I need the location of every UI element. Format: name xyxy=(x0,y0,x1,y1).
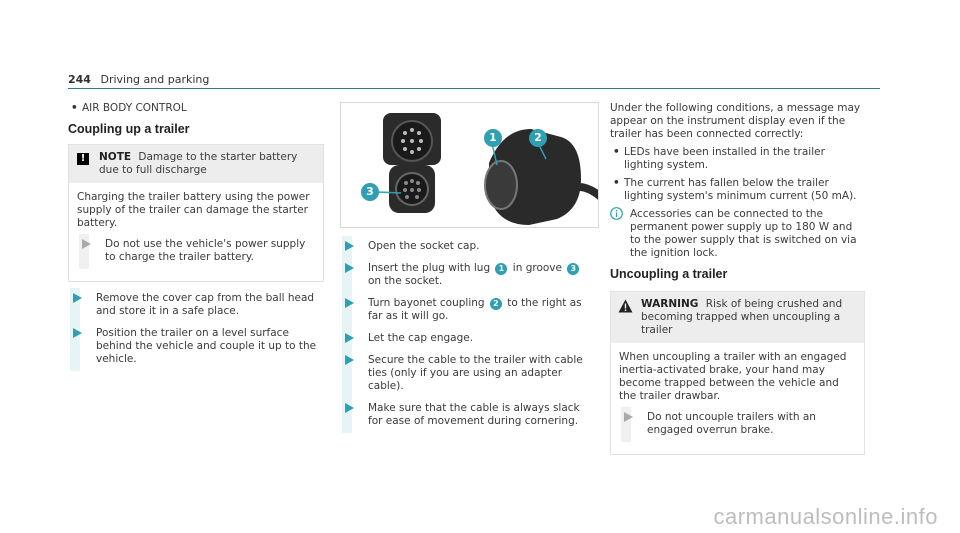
instruction-step: Secure the cable to the trailer with cab… xyxy=(340,350,597,398)
info-note: Accessories can be connected to the perm… xyxy=(610,207,865,260)
middle-column: 1 2 3 Open the socket cap. Insert the pl… xyxy=(340,102,599,437)
trailer-socket-illustration xyxy=(376,113,598,225)
note-label: NOTE xyxy=(99,151,132,163)
note-body: Charging the trailer battery using the p… xyxy=(69,183,323,281)
callout-ref: 2 xyxy=(489,298,502,310)
callout-ref: 3 xyxy=(567,263,580,275)
note-text: Charging the trailer battery using the p… xyxy=(77,191,310,229)
list-item: • The current has fallen below the trail… xyxy=(613,177,857,202)
left-column: • AIR BODY CONTROL Coupling up a trailer… xyxy=(68,102,324,375)
instruction-step: Insert the plug with lug 1 in groove 3 o… xyxy=(340,258,597,293)
arrow-icon xyxy=(345,263,354,273)
page-header: 244 Driving and parking xyxy=(68,73,209,86)
instruction-step: Make sure that the cable is always slack… xyxy=(340,398,597,433)
note-header: ! NOTE Damage to the starter battery due… xyxy=(69,145,323,183)
warning-body: When uncoupling a trailer with an engage… xyxy=(611,343,864,454)
warning-action: Do not uncouple trailers with an engaged… xyxy=(619,407,856,442)
section-heading: Uncoupling a trailer xyxy=(610,267,728,281)
note-action: Do not use the vehicle's power supply to… xyxy=(77,234,315,269)
arrow-icon xyxy=(345,333,354,343)
warning-text: When uncoupling a trailer with an engage… xyxy=(619,351,847,402)
note-box: ! NOTE Damage to the starter battery due… xyxy=(68,144,324,282)
instruction-step: Let the cap engage. xyxy=(340,328,597,350)
warning-triangle-icon xyxy=(618,299,633,313)
arrow-icon xyxy=(82,239,91,249)
section-heading: Coupling up a trailer xyxy=(68,122,190,136)
watermark: carmanualsonline.info xyxy=(713,504,938,529)
header-rule xyxy=(68,88,880,89)
warning-box: WARNING Risk of being crushed and becomi… xyxy=(610,291,865,455)
exclamation-icon: ! xyxy=(77,153,89,165)
callout-ref: 1 xyxy=(495,263,508,275)
callout-3: 3 xyxy=(361,183,379,201)
page-number: 244 xyxy=(68,73,91,86)
arrow-icon xyxy=(345,298,354,308)
callout-1: 1 xyxy=(484,129,502,147)
callout-2: 2 xyxy=(529,129,547,147)
section-title: Driving and parking xyxy=(100,73,210,86)
arrow-icon xyxy=(73,328,82,338)
warning-header: WARNING Risk of being crushed and becomi… xyxy=(611,292,864,343)
intro-text: Under the following conditions, a messag… xyxy=(610,102,861,140)
instruction-step: Remove the cover cap from the ball head … xyxy=(68,288,324,323)
warning-label: WARNING xyxy=(641,298,699,310)
arrow-icon xyxy=(345,241,354,251)
instruction-step: Position the trailer on a level surface … xyxy=(68,323,324,371)
instruction-step: Open the socket cap. xyxy=(340,236,597,258)
warning-headline: Risk of being crushed and becoming trapp… xyxy=(641,298,843,336)
list-item: • AIR BODY CONTROL xyxy=(71,102,187,114)
note-headline: Damage to the starter battery due to ful… xyxy=(99,151,298,176)
list-item: • LEDs have been installed in the traile… xyxy=(613,146,825,171)
bullet-text: AIR BODY CONTROL xyxy=(82,102,187,114)
right-column: Under the following conditions, a messag… xyxy=(610,102,865,465)
arrow-icon xyxy=(345,403,354,413)
info-icon xyxy=(610,207,623,220)
arrow-icon xyxy=(73,293,82,303)
socket-figure: 1 2 3 xyxy=(340,102,599,228)
arrow-icon xyxy=(345,355,354,365)
arrow-icon xyxy=(624,412,633,422)
instruction-step: Turn bayonet coupling 2 to the right as … xyxy=(340,293,597,328)
